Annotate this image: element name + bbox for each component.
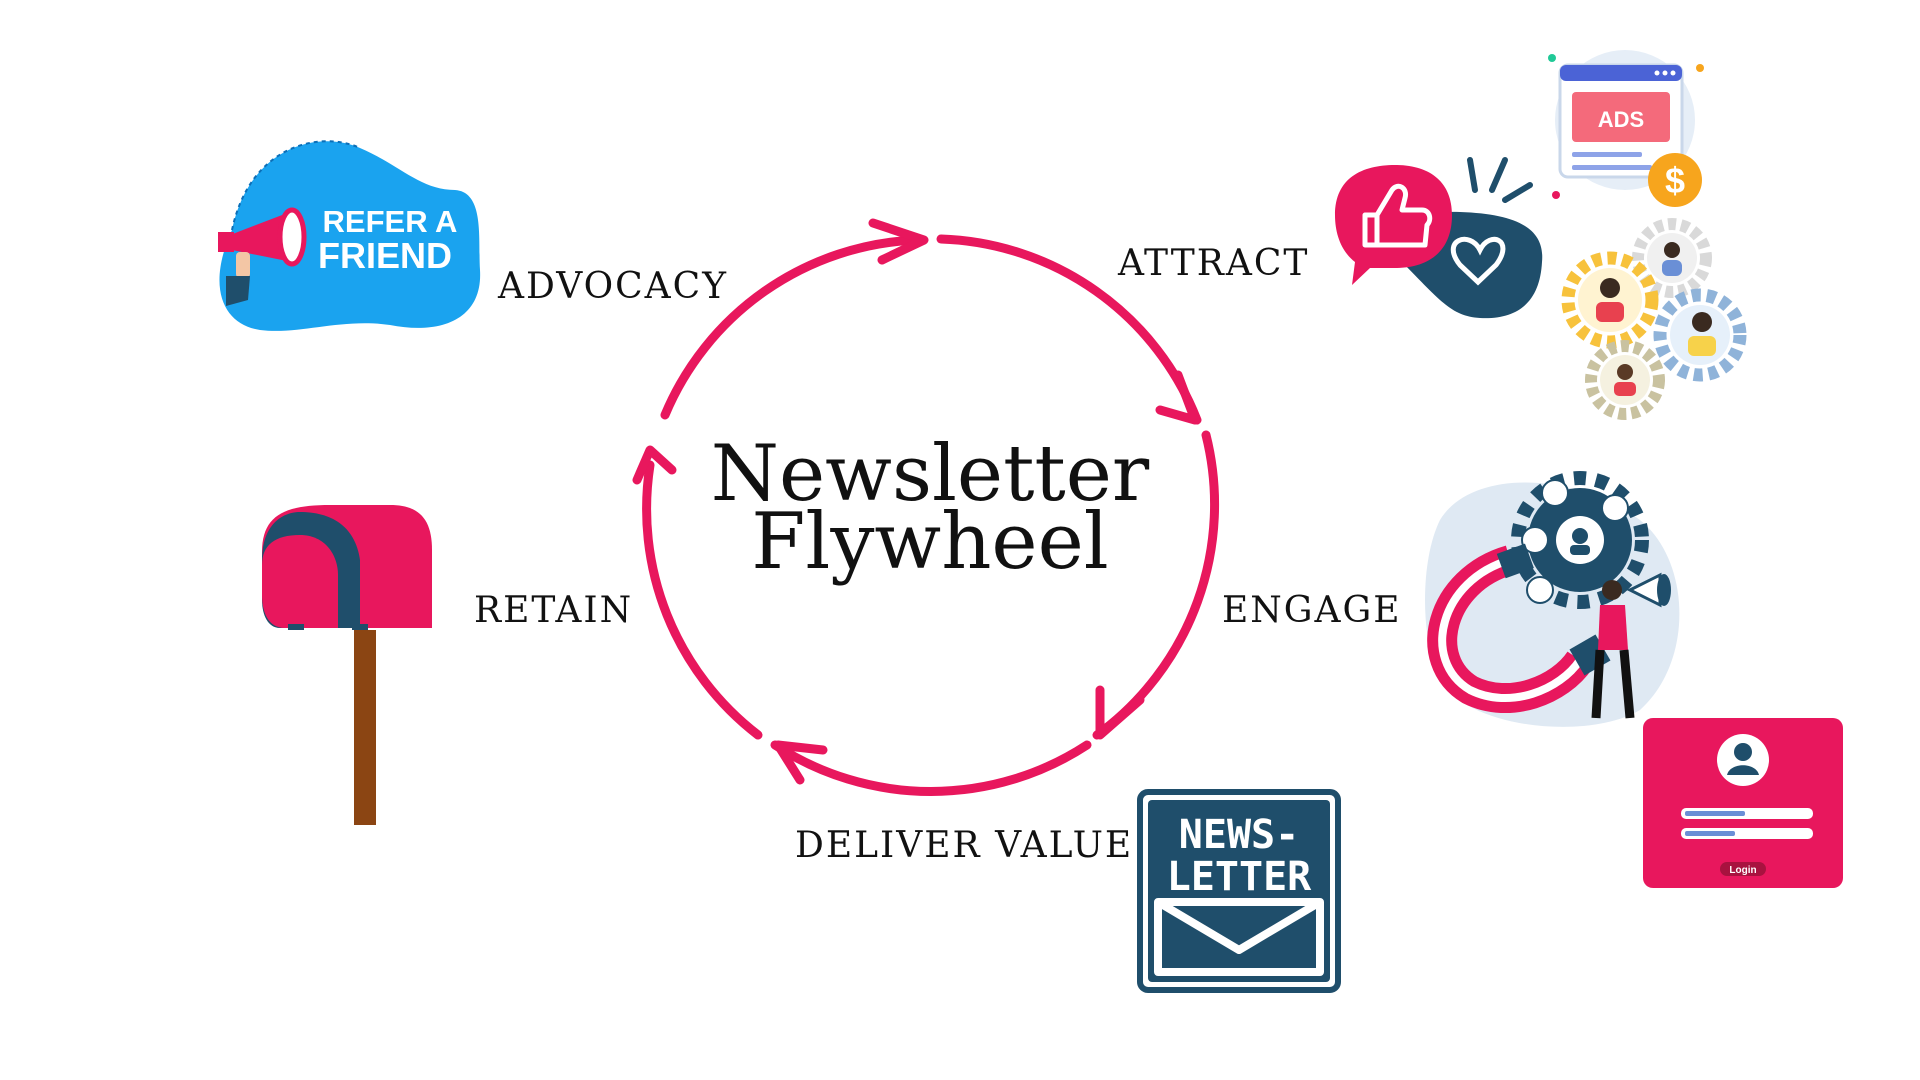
envelope-icon <box>1154 898 1324 976</box>
stage-label-engage: ENGAGE <box>1222 590 1402 631</box>
social-likes-icon <box>1335 157 1543 319</box>
flywheel-arrowheads <box>632 218 1200 785</box>
ads-label: ADS <box>1598 107 1644 132</box>
mailbox-icon <box>262 505 432 825</box>
stage-label-deliver-value: DELIVER VALUE <box>795 825 1134 866</box>
arrowhead-advocacy <box>632 445 677 485</box>
diagram-title: Newsletter Flywheel <box>700 429 1160 587</box>
stage-label-attract: ATTRACT <box>1118 243 1310 284</box>
svg-text:$: $ <box>1665 160 1685 201</box>
team-gears-icon <box>1561 218 1747 420</box>
megaphone-icon <box>218 207 307 306</box>
login-card-icon: Login <box>1643 718 1843 888</box>
arrowhead-engage <box>1155 370 1200 425</box>
title-line2: Flywheel <box>751 497 1109 587</box>
arc-engage-deliver <box>770 740 1092 796</box>
login-button-label: Login <box>1729 865 1756 876</box>
arc-deliver-retain <box>642 460 763 740</box>
engage-magnet-icon <box>1425 471 1680 727</box>
arrowhead-attract <box>868 218 929 265</box>
arrowhead-deliver <box>1095 685 1145 740</box>
refer-a-friend-icon: REFER A FRIEND <box>218 140 481 331</box>
thumbs-up-icon <box>1362 183 1433 248</box>
refer-label-line2: FRIEND <box>318 235 452 276</box>
ads-window-icon: ADS $ <box>1548 50 1704 207</box>
arrowhead-retain <box>773 740 828 785</box>
newsletter-icon-line1: NEWS- <box>1179 812 1299 858</box>
stage-label-advocacy: ADVOCACY <box>498 266 728 307</box>
refer-label-line1: REFER A <box>323 204 458 239</box>
stage-label-retain: RETAIN <box>474 590 634 631</box>
newsletter-envelope-icon: NEWS- LETTER <box>1137 789 1341 993</box>
person-with-megaphone <box>1591 572 1671 719</box>
arc-retain-advocacy <box>660 235 921 420</box>
title-line1: Newsletter <box>710 429 1150 519</box>
newsletter-icon-line2: LETTER <box>1167 854 1312 900</box>
